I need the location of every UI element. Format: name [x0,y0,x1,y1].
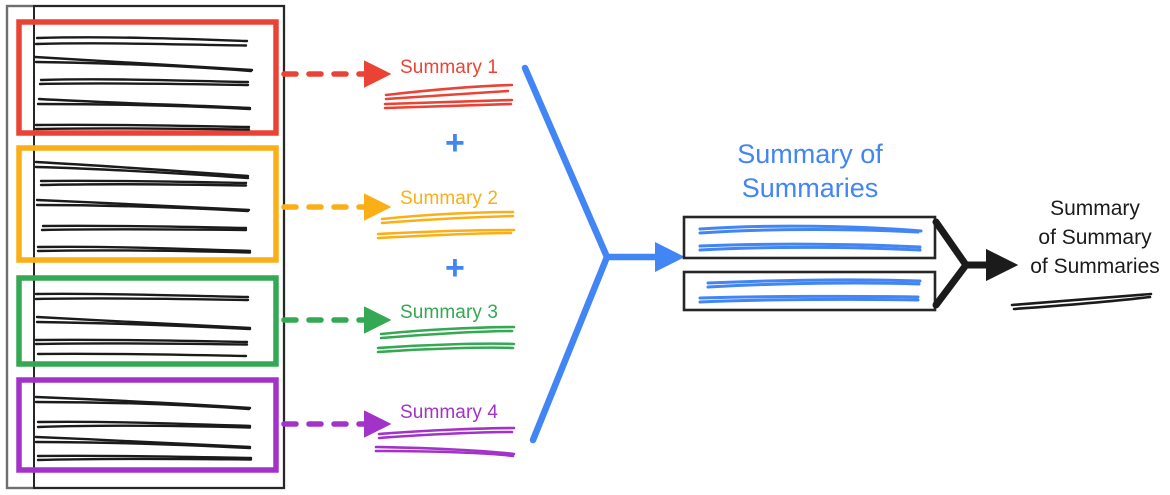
sos-box-1-lines [698,224,923,252]
sos-box-1 [682,215,937,260]
summary-1-label: Summary 1 [400,57,499,78]
summary-2-lines [376,210,516,240]
final-summary-label: Summary of Summary of Summaries [1000,194,1170,281]
final-arrow-black [932,218,970,309]
chunk-2-box [16,145,279,263]
final-label-line-3: of Summaries [1030,255,1160,278]
sos-box-2-lines [698,278,922,304]
plus-operator-1: + [445,124,465,162]
summary-4-label: Summary 4 [400,402,499,423]
summary-of-summaries-label: Summary of Summaries [690,137,930,205]
document-collection-frame [5,4,286,490]
final-summary-line [1010,292,1153,311]
chunk-3-box [16,275,279,367]
chunk-4-text-lines [34,395,253,462]
summary-4-lines [374,426,516,458]
chunk-4-box [16,377,279,473]
final-label-line-2: of Summary [1038,226,1152,249]
summary-3-label: Summary 3 [400,302,499,323]
final-label-line-1: Summary [1050,197,1140,220]
chunk-1-text-lines [33,36,254,131]
sos-label-line-2: Summaries [741,173,879,203]
chunk-2-text-lines [34,160,252,254]
chunk-1-box [16,19,279,136]
summary-3-lines [376,325,516,354]
sos-box-2 [682,270,937,312]
summary-2-label: Summary 2 [400,188,499,209]
chunk-3-text-lines [34,292,252,358]
merge-arrow-blue [521,64,611,444]
summary-1-lines [383,83,514,110]
plus-operator-2: + [445,249,465,287]
sos-label-line-1: Summary of [737,139,883,169]
